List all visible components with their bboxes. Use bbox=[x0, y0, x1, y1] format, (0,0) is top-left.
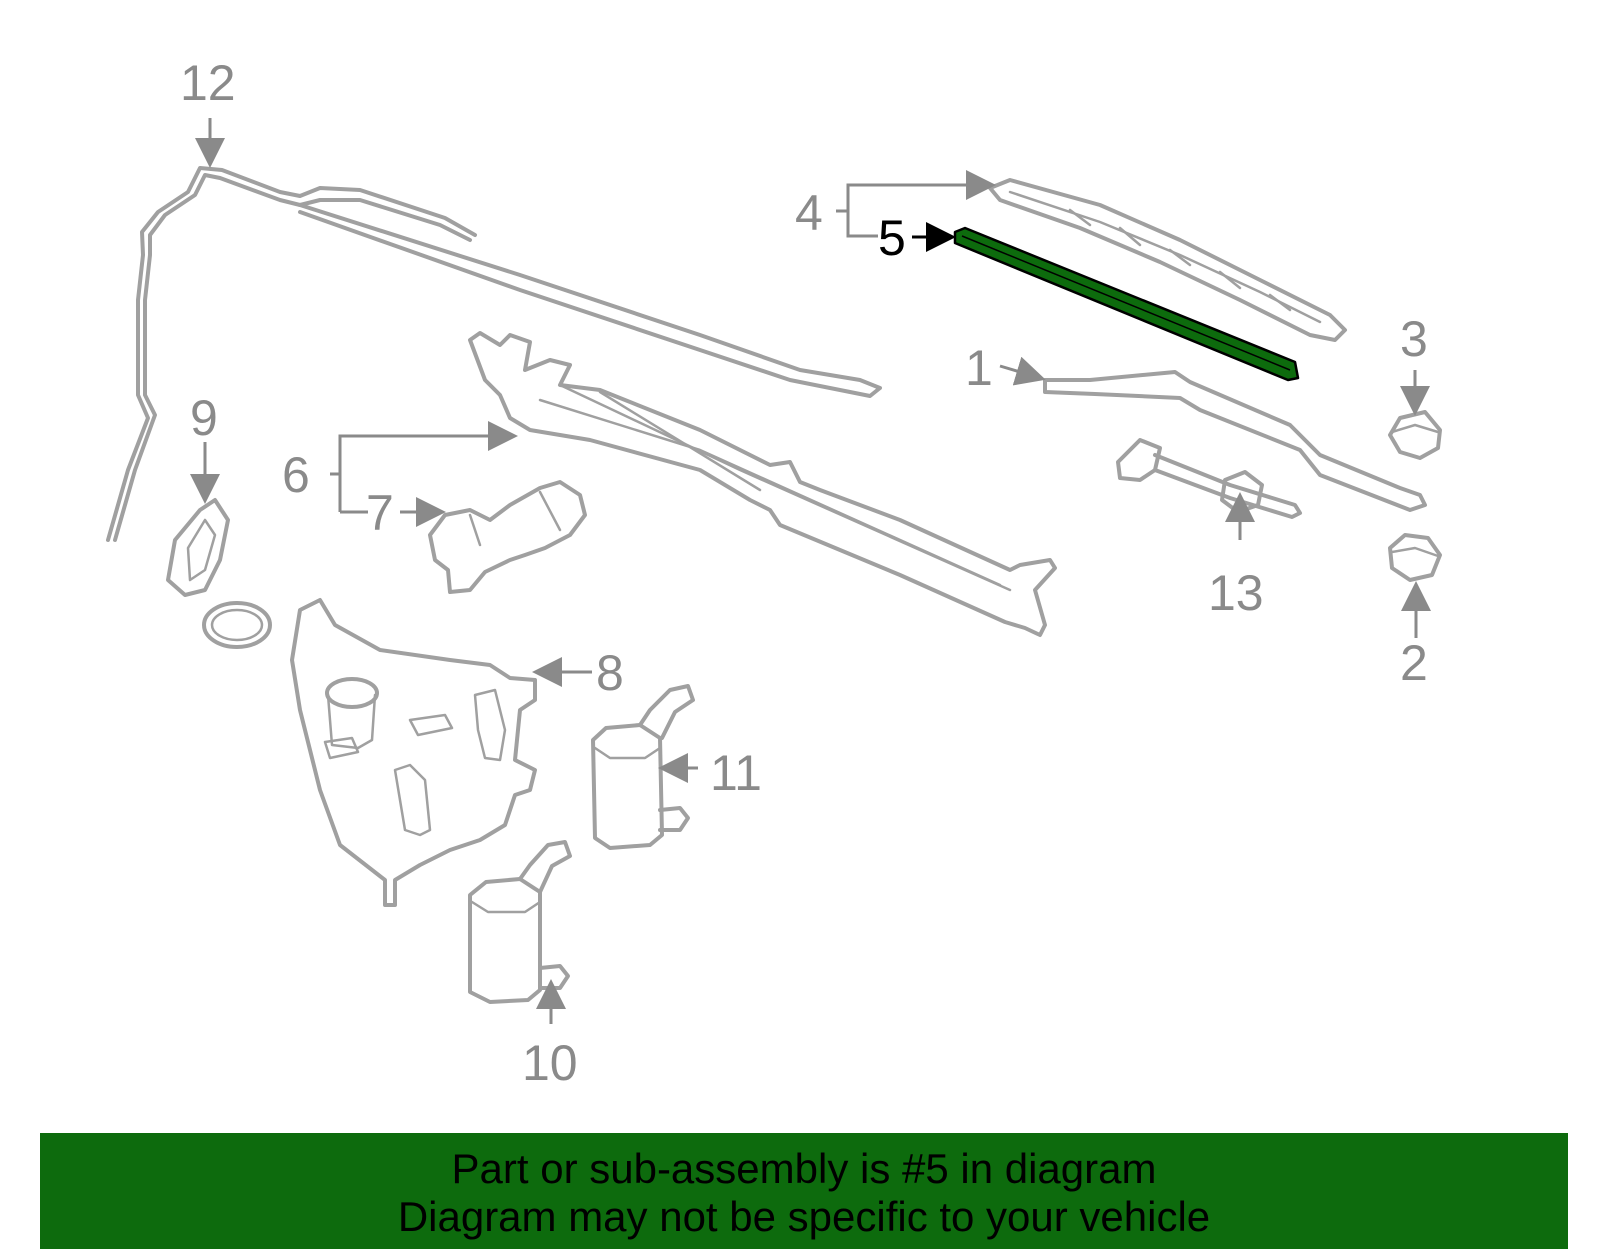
info-banner: Part or sub-assembly is #5 in diagram Di… bbox=[40, 1133, 1568, 1249]
washer-reservoir-8 bbox=[290, 598, 537, 907]
nut-2 bbox=[1388, 533, 1442, 582]
callout-4: 4 bbox=[795, 185, 823, 241]
callout-8: 8 bbox=[596, 645, 624, 701]
wiper-blade-assembly-4 bbox=[988, 178, 1347, 342]
callout-10: 10 bbox=[522, 1035, 578, 1091]
washer-pump-11 bbox=[591, 684, 695, 850]
washer-hose-12 bbox=[106, 166, 882, 542]
reservoir-cap-9 bbox=[166, 498, 272, 649]
callout-13: 13 bbox=[1208, 565, 1264, 621]
leaders bbox=[190, 118, 1431, 1024]
wiper-transmission-6 bbox=[468, 331, 1057, 637]
callout-5: 5 bbox=[878, 210, 906, 266]
washer-pump-10 bbox=[468, 840, 572, 1004]
callout-6: 6 bbox=[282, 447, 310, 503]
banner-line-1: Part or sub-assembly is #5 in diagram bbox=[451, 1145, 1157, 1192]
nut-cap-3 bbox=[1388, 410, 1442, 460]
washer-nozzle-13 bbox=[1116, 438, 1302, 519]
callout-9: 9 bbox=[190, 390, 218, 446]
callout-12: 12 bbox=[180, 55, 236, 111]
callout-2: 2 bbox=[1400, 635, 1428, 691]
callout-11: 11 bbox=[710, 745, 762, 801]
callout-7: 7 bbox=[366, 485, 394, 541]
wiper-arm-1 bbox=[1043, 370, 1427, 512]
callout-1: 1 bbox=[965, 340, 993, 396]
banner-line-2: Diagram may not be specific to your vehi… bbox=[397, 1193, 1211, 1240]
callout-3: 3 bbox=[1400, 311, 1428, 367]
wiper-motor-7 bbox=[428, 480, 587, 594]
